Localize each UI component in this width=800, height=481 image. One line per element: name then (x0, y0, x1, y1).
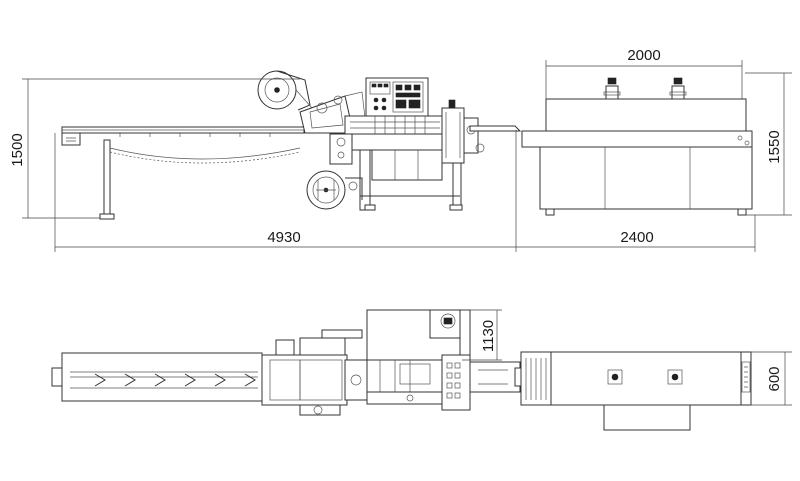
shrink-tunnel-top (520, 351, 752, 431)
film-reel (257, 70, 313, 111)
dimension-2000: 2000 (627, 47, 660, 64)
fan-motor-left (603, 77, 621, 100)
dimension-1500: 1500 (9, 133, 26, 166)
infeed-conveyor-top (51, 352, 263, 402)
lower-film-roll (306, 170, 363, 210)
end-seal-unit (441, 99, 522, 164)
dimension-1550: 1550 (766, 130, 783, 163)
control-panel (365, 77, 429, 117)
top-dimension-lines (462, 309, 792, 406)
infeed-conveyor (61, 126, 305, 220)
forming-area-top (261, 329, 368, 416)
dimension-600: 600 (766, 366, 783, 391)
dimension-1130: 1130 (480, 320, 497, 352)
shrink-tunnel (521, 77, 753, 216)
main-body (329, 115, 463, 211)
top-view: 1130 600 (51, 309, 792, 431)
side-dimension-lines (22, 60, 792, 252)
end-seal-top (441, 309, 524, 411)
fan-top-left (607, 369, 623, 385)
fan-motor-right (669, 77, 687, 100)
fan-top-right (667, 369, 683, 385)
dimension-2400: 2400 (620, 229, 653, 246)
side-view: 1500 4930 2400 2000 1550 (9, 47, 792, 252)
dimension-4930: 4930 (267, 229, 300, 246)
